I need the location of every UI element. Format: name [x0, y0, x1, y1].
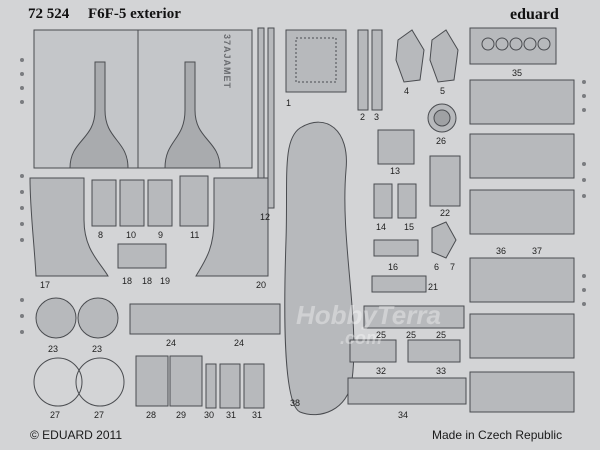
part-label-2: 2: [360, 112, 366, 122]
part-label-25c: 25: [436, 330, 447, 340]
part-label-36: 36: [496, 246, 507, 256]
part-label-23b: 23: [92, 344, 103, 354]
part-label-9: 9: [158, 230, 164, 240]
watermark-line2: .com: [340, 328, 383, 348]
part-label-3: 3: [374, 112, 380, 122]
part-label-24b: 24: [234, 338, 245, 348]
sheet-title: F6F-5 exterior: [88, 6, 181, 22]
part-label-4: 4: [404, 86, 410, 96]
part-label-24a: 24: [166, 338, 177, 348]
part-label-29: 29: [176, 410, 187, 420]
brand-logo: eduard: [510, 6, 559, 23]
etched-panel-text: 37AJAMET: [222, 34, 232, 90]
part-label-20: 20: [256, 280, 267, 290]
part-label-32: 32: [376, 366, 387, 376]
part-label-28: 28: [146, 410, 157, 420]
part-label-30: 30: [204, 410, 215, 420]
part-label-6: 6: [434, 262, 440, 272]
part-label-26: 26: [436, 136, 447, 146]
part-label-33: 33: [436, 366, 447, 376]
part-label-15: 15: [404, 222, 415, 232]
part-label-13: 13: [390, 166, 401, 176]
part-label-18b: 18: [142, 276, 153, 286]
part-label-18a: 18: [122, 276, 133, 286]
part-label-1: 1: [286, 98, 292, 108]
part-label-10: 10: [126, 230, 137, 240]
part-label-27a: 27: [50, 410, 61, 420]
catalog-number: 72 524: [28, 6, 70, 22]
part-label-5: 5: [440, 86, 446, 96]
copyright-text: © EDUARD 2011: [30, 428, 122, 442]
part-label-31b: 31: [252, 410, 263, 420]
part-label-11: 11: [190, 230, 200, 240]
part-label-8: 8: [98, 230, 104, 240]
part-label-38: 38: [290, 398, 301, 408]
part-label-19: 19: [160, 276, 171, 286]
part-label-17: 17: [40, 280, 51, 290]
part-label-25b: 25: [406, 330, 417, 340]
part-label-7: 7: [450, 262, 456, 272]
part-label-31a: 31: [226, 410, 237, 420]
part-label-34: 34: [398, 410, 409, 420]
part-label-14: 14: [376, 222, 387, 232]
watermark-line1: HobbyTerra: [296, 300, 441, 330]
part-label-12: 12: [260, 212, 271, 222]
part-label-22: 22: [440, 208, 451, 218]
part-label-25a: 25: [376, 330, 387, 340]
part-label-23a: 23: [48, 344, 59, 354]
origin-text: Made in Czech Republic: [432, 428, 563, 442]
part-label-37: 37: [532, 246, 543, 256]
part-label-21: 21: [428, 282, 439, 292]
part-label-16: 16: [388, 262, 399, 272]
part-label-35: 35: [512, 68, 523, 78]
part-label-27b: 27: [94, 410, 105, 420]
